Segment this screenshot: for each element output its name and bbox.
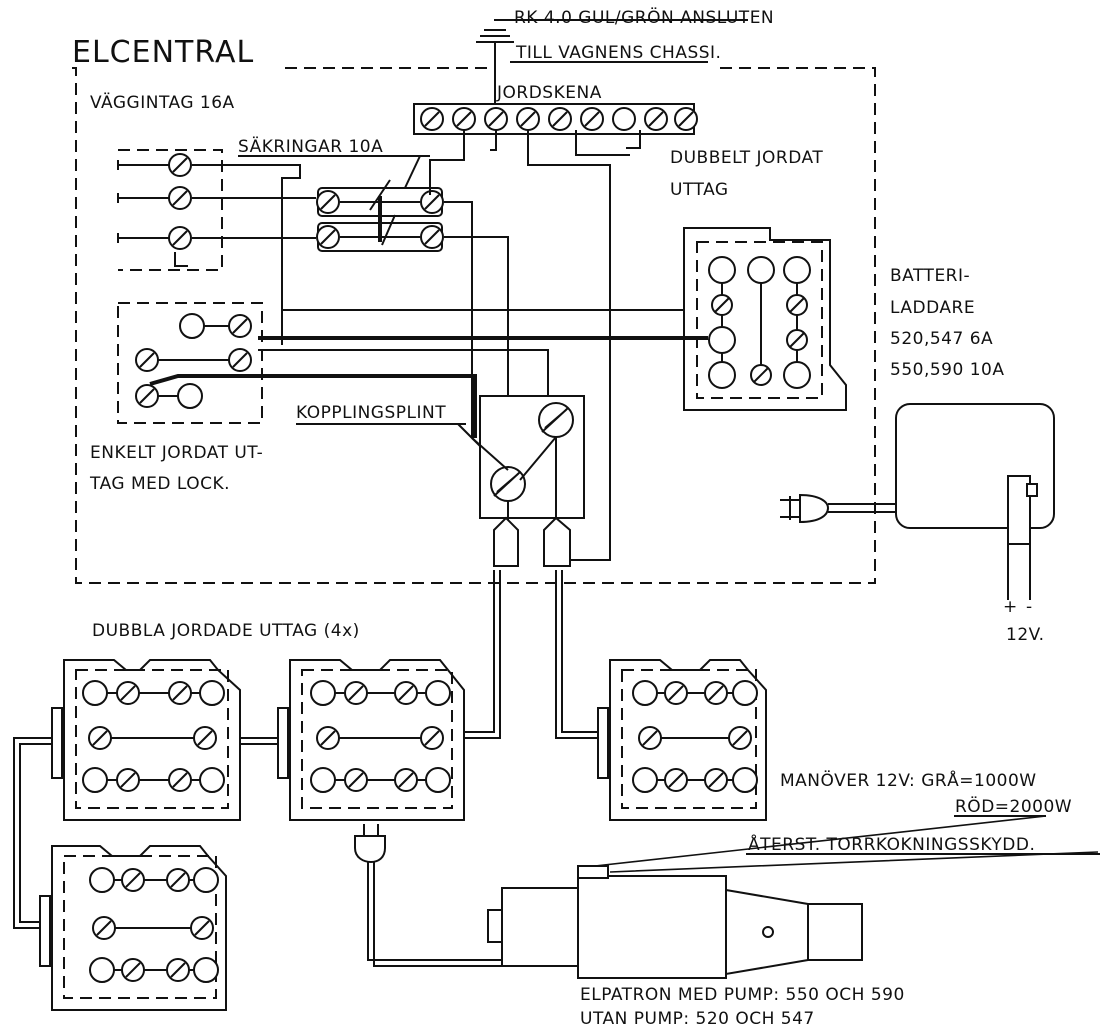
ground-terminal (674, 107, 698, 131)
jordskena-label: JORDSKENA (496, 83, 602, 103)
single-socket: ENKELT JORDAT UT- TAG MED LOCK. (89, 302, 477, 494)
elcentral-enclosure (72, 67, 876, 584)
enkelt-label-2: TAG MED LOCK. (89, 474, 230, 494)
ground-terminal (644, 107, 668, 131)
elpatron-label-1: ELPATRON MED PUMP: 550 OCH 590 (580, 985, 905, 1005)
double-socket-4 (39, 845, 227, 1011)
plus-label: + (1003, 597, 1018, 617)
ground-wire-label: RK 4.0 GUL/GRÖN ANSLUTEN (514, 6, 774, 28)
ground-terminal (484, 107, 508, 131)
batteri-label-2: LADDARE (890, 298, 975, 318)
ground-terminal (452, 107, 476, 131)
ground-terminal (612, 107, 636, 131)
dubbla-label: DUBBLA JORDADE UTTAG (4x) (92, 621, 360, 641)
batteri-label-1: BATTERI- (890, 266, 970, 286)
ground-terminal (580, 107, 604, 131)
dubbelt-jordat-label: DUBBELT JORDAT (670, 148, 823, 168)
fuses: SÄKRINGAR 10A (192, 136, 444, 345)
elpatron-label-2: UTAN PUMP: 520 OCH 547 (580, 1009, 815, 1026)
batteri-label-3: 520,547 6A (890, 329, 993, 349)
chassis-label: TILL VAGNENS CHASSI. (515, 43, 721, 63)
double-socket-1 (51, 659, 241, 821)
kopplingsplint: KOPPLINGSPLINT (296, 395, 585, 567)
dubbelt-jordat-label-2: UTTAG (670, 180, 729, 200)
batteri-label-4: 550,590 10A (890, 360, 1004, 380)
elpatron-heater: ELPATRON MED PUMP: 550 OCH 590 UTAN PUMP… (354, 815, 1099, 1026)
battery-charger: BATTERI- LADDARE 520,547 6A 550,590 10A (683, 227, 1004, 411)
ground-label-group: RK 4.0 GUL/GRÖN ANSLUTEN TILL VAGNENS CH… (476, 6, 774, 110)
manover-label: MANÖVER 12V: GRÅ=1000W (780, 769, 1037, 791)
ground-terminal (516, 107, 540, 131)
sakringar-label: SÄKRINGAR 10A (238, 136, 383, 157)
jordskena: JORDSKENA (413, 83, 698, 135)
voltage-label: 12V. (1006, 625, 1044, 645)
ground-terminal (548, 107, 572, 131)
vaggintag-label: VÄGGINTAG 16A (90, 92, 235, 113)
double-socket-2 (277, 659, 465, 821)
aterst-label: ÅTERST. TORRKOKNINGSSKYDD. (748, 833, 1035, 855)
elcentral-title: ELCENTRAL (72, 35, 254, 70)
wall-inlet (117, 149, 223, 271)
rod-label: RÖD=2000W (955, 795, 1072, 817)
enkelt-label-1: ENKELT JORDAT UT- (90, 443, 263, 463)
ground-terminal (420, 107, 444, 131)
kopplingsplint-label: KOPPLINGSPLINT (296, 403, 446, 423)
double-socket-3 (597, 659, 767, 821)
minus-label: - (1026, 597, 1033, 617)
earth-ground-symbol (476, 29, 514, 110)
power-transformer: + - 12V. (780, 403, 1055, 645)
